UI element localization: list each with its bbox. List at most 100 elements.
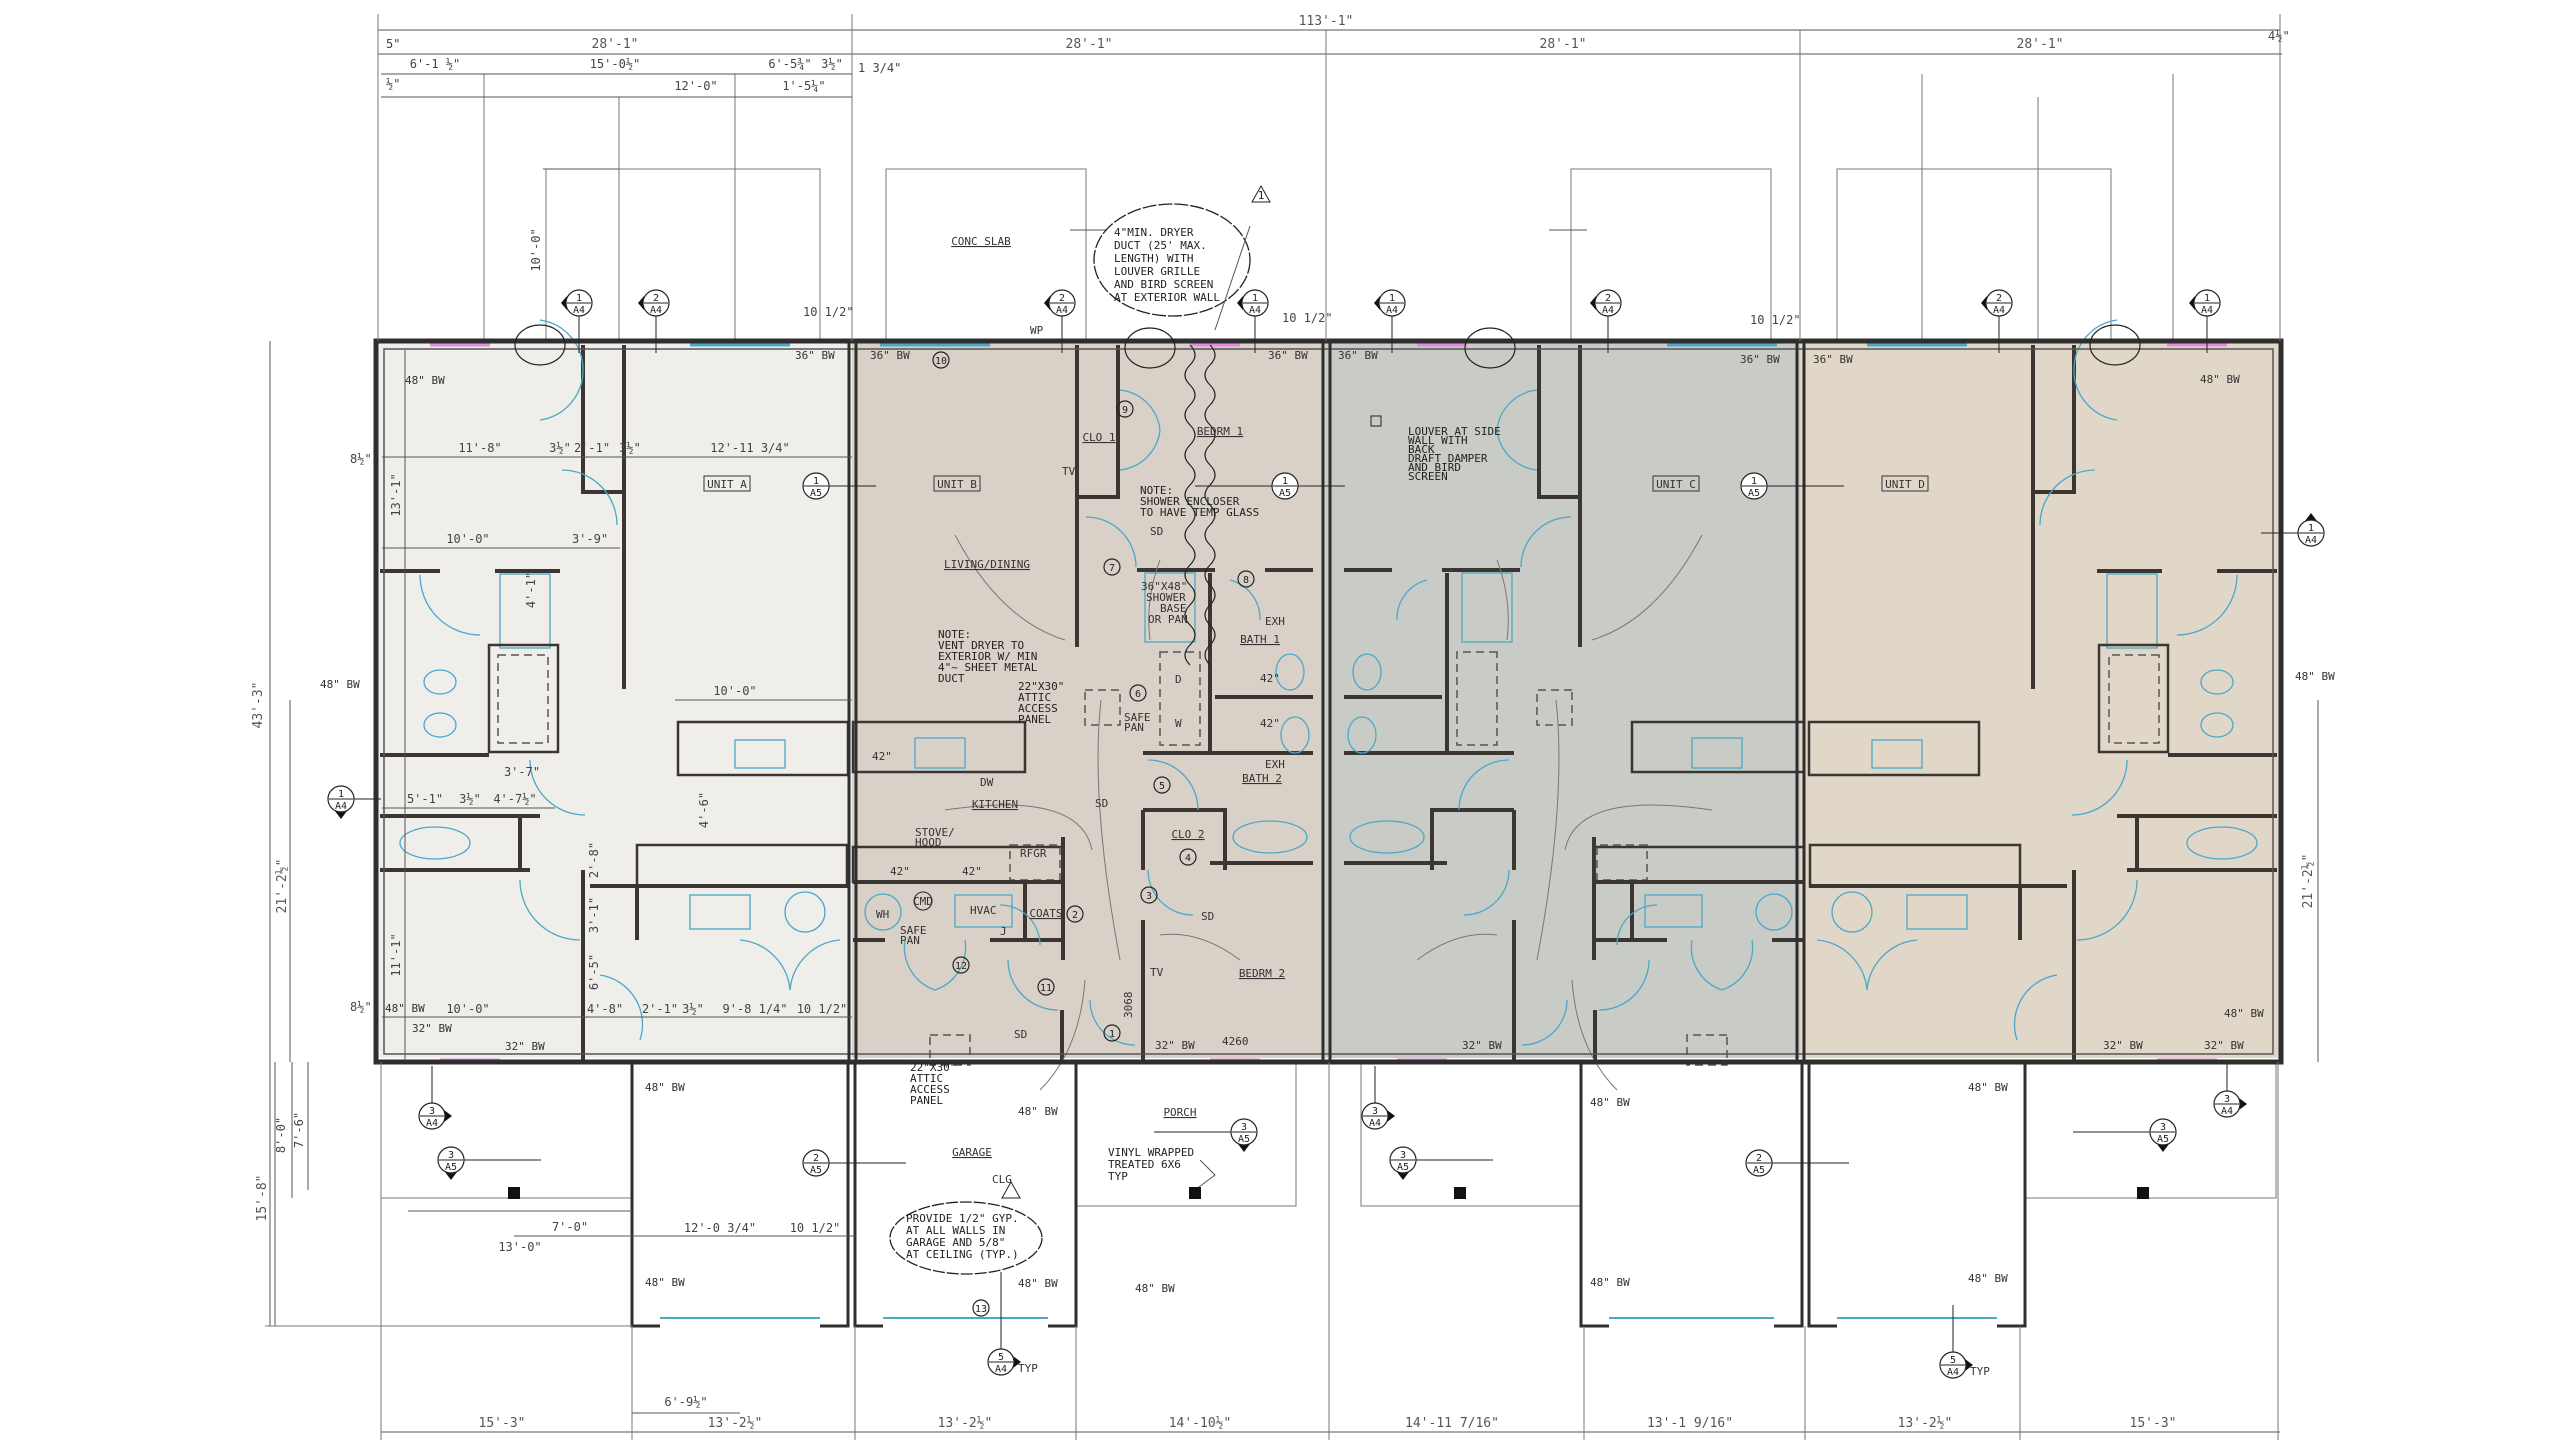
- plan-text: A4: [426, 1118, 438, 1129]
- safe-pan-label: PAN: [900, 934, 920, 947]
- plan-text: 3: [1400, 1150, 1406, 1161]
- room-porch: PORCH: [1163, 1106, 1196, 1119]
- plan-text: 5: [998, 1352, 1004, 1363]
- plan-text: 48" BW: [645, 1276, 685, 1289]
- plan-text: 32" BW: [2103, 1039, 2143, 1052]
- plan-text: DUCT: [938, 672, 965, 685]
- plan-text: ATTIC: [1018, 691, 1051, 704]
- plan-linework: 2: [1066, 905, 1084, 923]
- counter-height-label: 42": [962, 865, 982, 878]
- plan-text: BACK: [1408, 443, 1435, 456]
- plan-linework: [1881, 475, 1929, 492]
- plan-linework: 1A4: [2189, 289, 2221, 353]
- plan-text: A5: [1279, 488, 1291, 499]
- plan-linework: [889, 1201, 1043, 1275]
- plan-text: 13: [975, 1304, 987, 1315]
- ceiling-light-label: CLG: [992, 1173, 1012, 1186]
- plan-linework: [1140, 886, 1158, 904]
- plan-text: 22"X30": [910, 1061, 956, 1074]
- louver-symbol: [1370, 415, 1382, 427]
- plan-text: 1: [813, 476, 819, 487]
- porch-depth-dim: 8'-0": [274, 1117, 288, 1153]
- plan-linework: [952, 956, 970, 974]
- revision-clouds: [514, 324, 2141, 666]
- plan-text: 4"~ SHEET METAL: [938, 661, 1038, 674]
- plan-text: 2: [1756, 1153, 1762, 1164]
- plan-text: VENT DRYER TO: [938, 639, 1024, 652]
- plan-text: 13'-2½": [1898, 1416, 1953, 1431]
- plan-text: 32" BW: [412, 1022, 452, 1035]
- plan-linework: 2A5: [802, 1149, 906, 1177]
- post-depth-dim: 7'-6": [292, 1112, 306, 1148]
- plan-text: 4'-1": [524, 572, 538, 608]
- plan-text: GARAGE AND 5/8": [906, 1236, 1005, 1249]
- plan-linework: 9: [1116, 400, 1134, 418]
- plan-text: 2: [653, 293, 659, 304]
- plan-linework: 1: [1103, 1024, 1121, 1042]
- plan-text: TREATED 6X6: [1108, 1158, 1181, 1171]
- unit-b-area: [852, 341, 1326, 1058]
- plan-linework: 1A4: [1374, 289, 1406, 353]
- plan-linework: 1A4: [327, 785, 381, 819]
- plan-linework: [1184, 344, 1196, 666]
- plan-linework: 5A4: [1939, 1305, 1973, 1379]
- unit-c-area: [1326, 341, 1800, 1058]
- plan-linework: 1A4: [561, 289, 593, 353]
- plan-text: 10'-0": [446, 1002, 489, 1016]
- plan-linework: [1464, 327, 1516, 369]
- plan-text: 3½": [459, 792, 481, 806]
- plan-text: 11'-1": [389, 933, 403, 976]
- room-bedrm1: BEDRM 1: [1197, 425, 1243, 438]
- plan-linework: [933, 475, 981, 492]
- plan-linework: [1037, 978, 1055, 996]
- plan-linework: [1374, 296, 1380, 310]
- plan-text: LOUVER AT SIDE: [1408, 425, 1501, 438]
- plan-text: ATTIC: [910, 1072, 943, 1085]
- plan-text: 32" BW: [2204, 1039, 2244, 1052]
- plan-text: 12: [955, 961, 967, 972]
- typ-label: TYP: [1018, 1362, 1038, 1375]
- plan-text: 36" BW: [870, 349, 910, 362]
- plan-text: SCREEN: [1408, 470, 1448, 483]
- plan-linework: 2A5: [1745, 1149, 1849, 1177]
- overall-depth-dim: 43'-3": [251, 682, 266, 729]
- plan-linework: 1A5: [1195, 472, 1345, 500]
- side-dimensions: 43'-3" 21'-2½" 15'-8" 8'-0" 7'-6" 8½" 8½…: [251, 341, 2319, 1327]
- plan-linework: 3A5: [2073, 1118, 2177, 1152]
- plan-text: 12'-11 3/4": [710, 441, 789, 455]
- plan-text: 2: [813, 1153, 819, 1164]
- plan-text: 1: [576, 293, 582, 304]
- unit-d-area: [1800, 341, 2281, 1058]
- plan-text: 36" BW: [1813, 353, 1853, 366]
- post-symbols: [508, 1187, 2149, 1199]
- unit-a-label: UNIT A: [707, 478, 747, 491]
- plan-linework: [638, 296, 644, 310]
- window-tag: 4260: [1222, 1035, 1249, 1048]
- plan-text: 6'-9½": [664, 1395, 707, 1409]
- end-offset-right: 4½": [2268, 29, 2290, 43]
- plan-text: 48" BW: [2224, 1007, 2264, 1020]
- dim: ½": [386, 77, 400, 91]
- notes: NOTE: SHOWER ENCLOSER TO HAVE TEMP GLASS…: [889, 415, 1501, 1275]
- plan-text: A4: [1386, 305, 1398, 316]
- room-kitchen: KITCHEN: [972, 798, 1018, 811]
- plan-text: 10'-0": [713, 684, 756, 698]
- room-garage: GARAGE: [952, 1146, 992, 1159]
- plan-linework: 1A4: [2261, 513, 2325, 547]
- water-heater-label: WH: [876, 908, 889, 921]
- plan-text: 48" BW: [1968, 1081, 2008, 1094]
- dim: 6'-5¾": [768, 57, 811, 71]
- living-depth-dim: 21'-2½": [275, 859, 290, 914]
- plan-linework: 1A5: [802, 472, 876, 500]
- plan-text: A4: [1947, 1367, 1959, 1378]
- plan-text: 6: [1135, 689, 1141, 700]
- plan-linework: 3A5: [1154, 1118, 1258, 1152]
- plan-text: 5'-1": [407, 792, 443, 806]
- plan-text: 2: [1072, 910, 1078, 921]
- plan-linework: [1387, 1110, 1395, 1122]
- plan-text: A4: [2201, 305, 2213, 316]
- plan-linework: 7: [1103, 558, 1121, 576]
- plan-text: 32" BW: [1462, 1039, 1502, 1052]
- washer-label: W: [1175, 717, 1182, 730]
- plan-linework: [2239, 1098, 2247, 1110]
